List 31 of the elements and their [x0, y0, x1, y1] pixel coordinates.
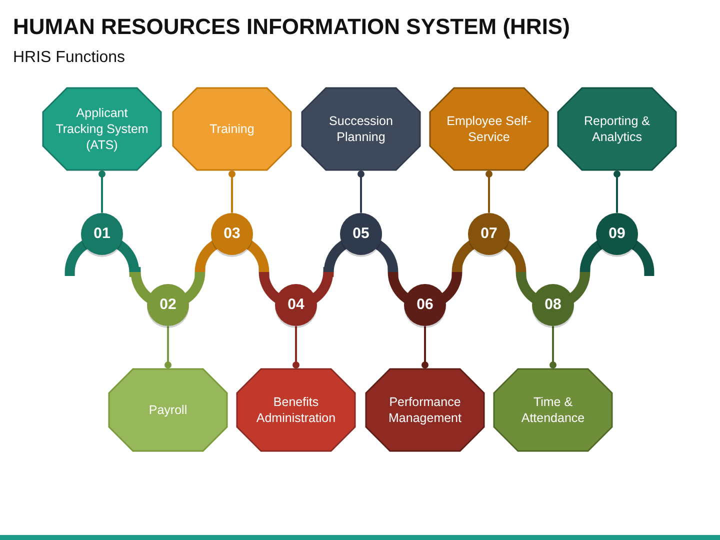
step-number: 09	[608, 224, 626, 244]
leader-line	[98, 170, 106, 213]
step-number: 04	[288, 295, 304, 315]
leader-line	[228, 170, 236, 213]
leader-line	[550, 326, 556, 368]
leader-line	[358, 170, 364, 213]
leader-line	[486, 170, 492, 213]
step-number: 03	[224, 224, 240, 244]
title: HUMAN RESOURCES INFORMATION SYSTEM (HRIS)	[13, 14, 570, 40]
leader-line	[164, 326, 172, 368]
wave-connector	[630, 239, 654, 277]
step-number: 05	[352, 224, 370, 244]
step-number: 06	[416, 295, 434, 315]
leader-line	[292, 326, 300, 368]
subtitle: HRIS Functions	[13, 49, 126, 67]
wave-connector	[64, 239, 90, 277]
leader-line	[614, 170, 620, 213]
function-label: Reporting & Analytics	[582, 112, 651, 146]
step-number: 08	[544, 295, 562, 315]
function-label: Training	[210, 120, 254, 138]
function-label: Time & Attendance	[520, 394, 586, 426]
function-label: Employee Self-Service	[446, 112, 532, 146]
function-label: Succession Planning	[328, 112, 394, 146]
function-label: Benefits Administration	[255, 394, 337, 426]
step-number: 07	[480, 224, 498, 244]
step-number: 02	[160, 295, 176, 315]
leader-line	[422, 326, 428, 368]
function-label: Applicant Tracking System (ATS)	[54, 104, 150, 154]
function-label: Performance Management	[388, 394, 462, 426]
step-number: 01	[94, 224, 110, 244]
function-label: Payroll	[148, 402, 188, 418]
